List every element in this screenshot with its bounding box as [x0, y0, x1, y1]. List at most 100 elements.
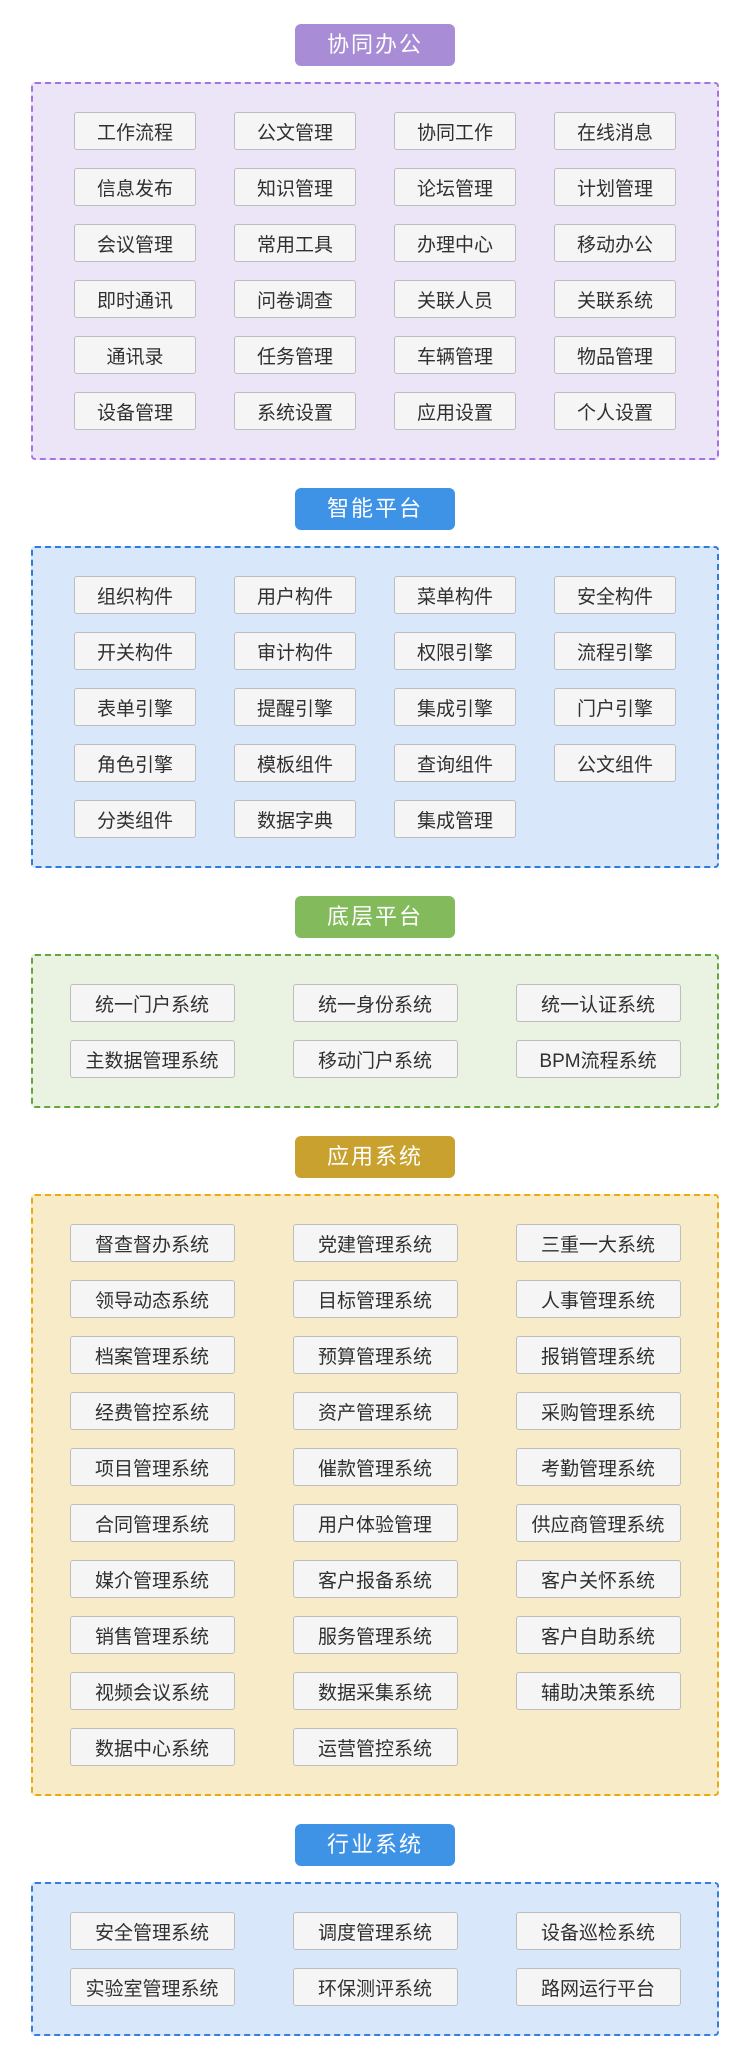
collaborative-office-item[interactable]: 公文管理 [234, 112, 356, 150]
section-title-collaborative-office: 协同办公 [295, 24, 455, 66]
section-title-base-platform: 底层平台 [295, 896, 455, 938]
application-systems-item[interactable]: 数据中心系统 [69, 1728, 235, 1766]
application-systems-item[interactable]: 档案管理系统 [69, 1336, 235, 1374]
base-platform-item[interactable]: 统一身份系统 [292, 984, 458, 1022]
collaborative-office-item[interactable]: 通讯录 [74, 336, 196, 374]
intelligent-platform-item[interactable]: 流程引擎 [554, 632, 676, 670]
application-systems-item[interactable]: 供应商管理系统 [515, 1504, 681, 1542]
application-systems-item[interactable]: 用户体验管理 [292, 1504, 458, 1542]
application-systems-item[interactable]: 客户自助系统 [515, 1616, 681, 1654]
application-systems-item[interactable]: 党建管理系统 [292, 1224, 458, 1262]
section-container-collaborative-office: 工作流程公文管理协同工作在线消息信息发布知识管理论坛管理计划管理会议管理常用工具… [31, 82, 719, 460]
intelligent-platform-item[interactable]: 集成管理 [394, 800, 516, 838]
intelligent-platform-item[interactable]: 提醒引擎 [234, 688, 356, 726]
application-systems-item[interactable]: 考勤管理系统 [515, 1448, 681, 1486]
platform-architecture-diagram: 协同办公工作流程公文管理协同工作在线消息信息发布知识管理论坛管理计划管理会议管理… [0, 24, 750, 2036]
section-base-platform: 底层平台统一门户系统 统一身份系统 统一认证系统主数据管理系统 移动门户系统 BPM流程… [0, 896, 750, 1108]
collaborative-office-item[interactable]: 信息发布 [74, 168, 196, 206]
collaborative-office-item[interactable]: 移动办公 [554, 224, 676, 262]
intelligent-platform-item[interactable]: 开关构件 [74, 632, 196, 670]
base-platform-item[interactable]: 统一门户系统 [69, 984, 235, 1022]
collaborative-office-item[interactable]: 常用工具 [234, 224, 356, 262]
industry-systems-item[interactable]: 环保测评系统 [292, 1968, 458, 2006]
collaborative-office-item[interactable]: 计划管理 [554, 168, 676, 206]
application-systems-item[interactable]: 三重一大系统 [515, 1224, 681, 1262]
intelligent-platform-item[interactable]: 公文组件 [554, 744, 676, 782]
application-systems-item[interactable]: 报销管理系统 [515, 1336, 681, 1374]
intelligent-platform-item[interactable]: 角色引擎 [74, 744, 196, 782]
application-systems-item[interactable]: 客户关怀系统 [515, 1560, 681, 1598]
section-intelligent-platform: 智能平台组织构件用户构件菜单构件安全构件开关构件审计构件权限引擎流程引擎表单引擎… [0, 488, 750, 868]
collaborative-office-item[interactable]: 系统设置 [234, 392, 356, 430]
industry-systems-item[interactable]: 路网运行平台 [515, 1968, 681, 2006]
collaborative-office-item[interactable]: 问卷调查 [234, 280, 356, 318]
application-systems-item[interactable]: 人事管理系统 [515, 1280, 681, 1318]
application-systems-item[interactable]: 数据采集系统 [292, 1672, 458, 1710]
application-systems-item[interactable]: 经费管控系统 [69, 1392, 235, 1430]
collaborative-office-item[interactable]: 论坛管理 [394, 168, 516, 206]
application-systems-item[interactable]: 辅助决策系统 [515, 1672, 681, 1710]
industry-systems-item[interactable]: 设备巡检系统 [515, 1912, 681, 1950]
application-systems-item[interactable]: 资产管理系统 [292, 1392, 458, 1430]
collaborative-office-item[interactable]: 在线消息 [554, 112, 676, 150]
section-title-application-systems: 应用系统 [295, 1136, 455, 1178]
base-platform-item[interactable]: 主数据管理系统 [69, 1040, 235, 1078]
application-systems-item[interactable]: 预算管理系统 [292, 1336, 458, 1374]
section-title-industry-systems: 行业系统 [295, 1824, 455, 1866]
collaborative-office-item[interactable]: 车辆管理 [394, 336, 516, 374]
intelligent-platform-item[interactable]: 用户构件 [234, 576, 356, 614]
application-systems-item[interactable]: 领导动态系统 [69, 1280, 235, 1318]
section-industry-systems: 行业系统安全管理系统 调度管理系统 设备巡检系统实验室管理系统 环保测评系统 路网运行平… [0, 1824, 750, 2036]
application-systems-item[interactable]: 运营管控系统 [292, 1728, 458, 1766]
intelligent-platform-item[interactable]: 表单引擎 [74, 688, 196, 726]
base-platform-item[interactable]: 统一认证系统 [515, 984, 681, 1022]
application-systems-item[interactable]: 销售管理系统 [69, 1616, 235, 1654]
base-platform-item[interactable]: 移动门户系统 [292, 1040, 458, 1078]
collaborative-office-item[interactable]: 设备管理 [74, 392, 196, 430]
collaborative-office-item[interactable]: 工作流程 [74, 112, 196, 150]
section-container-base-platform: 统一门户系统 统一身份系统 统一认证系统主数据管理系统 移动门户系统 BPM流程系统 [31, 954, 719, 1108]
collaborative-office-item[interactable]: 物品管理 [554, 336, 676, 374]
intelligent-platform-item[interactable]: 模板组件 [234, 744, 356, 782]
collaborative-office-item[interactable]: 会议管理 [74, 224, 196, 262]
section-container-application-systems: 督查督办系统 党建管理系统 三重一大系统领导动态系统 目标管理系统 人事管理系统档案管理… [31, 1194, 719, 1796]
intelligent-platform-item[interactable]: 集成引擎 [394, 688, 516, 726]
application-systems-item[interactable]: 媒介管理系统 [69, 1560, 235, 1598]
application-systems-item[interactable]: 目标管理系统 [292, 1280, 458, 1318]
collaborative-office-item[interactable]: 任务管理 [234, 336, 356, 374]
section-container-intelligent-platform: 组织构件用户构件菜单构件安全构件开关构件审计构件权限引擎流程引擎表单引擎提醒引擎… [31, 546, 719, 868]
intelligent-platform-item[interactable]: 组织构件 [74, 576, 196, 614]
collaborative-office-item[interactable]: 关联人员 [394, 280, 516, 318]
application-systems-item[interactable]: 视频会议系统 [69, 1672, 235, 1710]
collaborative-office-item[interactable]: 协同工作 [394, 112, 516, 150]
intelligent-platform-item[interactable]: 数据字典 [234, 800, 356, 838]
collaborative-office-item[interactable]: 即时通讯 [74, 280, 196, 318]
intelligent-platform-item[interactable]: 审计构件 [234, 632, 356, 670]
intelligent-platform-item[interactable]: 门户引擎 [554, 688, 676, 726]
intelligent-platform-item[interactable]: 分类组件 [74, 800, 196, 838]
application-systems-item[interactable]: 服务管理系统 [292, 1616, 458, 1654]
industry-systems-item[interactable]: 安全管理系统 [69, 1912, 235, 1950]
application-systems-item[interactable]: 督查督办系统 [69, 1224, 235, 1262]
industry-systems-item[interactable]: 调度管理系统 [292, 1912, 458, 1950]
industry-systems-item[interactable]: 实验室管理系统 [69, 1968, 235, 2006]
section-application-systems: 应用系统督查督办系统 党建管理系统 三重一大系统领导动态系统 目标管理系统 人事管理系统… [0, 1136, 750, 1796]
section-title-intelligent-platform: 智能平台 [295, 488, 455, 530]
application-systems-item[interactable]: 项目管理系统 [69, 1448, 235, 1486]
intelligent-platform-item[interactable]: 查询组件 [394, 744, 516, 782]
collaborative-office-item[interactable]: 关联系统 [554, 280, 676, 318]
section-container-industry-systems: 安全管理系统 调度管理系统 设备巡检系统实验室管理系统 环保测评系统 路网运行平台 [31, 1882, 719, 2036]
collaborative-office-item[interactable]: 办理中心 [394, 224, 516, 262]
application-systems-item[interactable]: 催款管理系统 [292, 1448, 458, 1486]
collaborative-office-item[interactable]: 知识管理 [234, 168, 356, 206]
application-systems-item[interactable]: 采购管理系统 [515, 1392, 681, 1430]
application-systems-item[interactable]: 合同管理系统 [69, 1504, 235, 1542]
collaborative-office-item[interactable]: 应用设置 [394, 392, 516, 430]
application-systems-item[interactable]: 客户报备系统 [292, 1560, 458, 1598]
intelligent-platform-item[interactable]: 权限引擎 [394, 632, 516, 670]
base-platform-item[interactable]: BPM流程系统 [515, 1040, 681, 1078]
collaborative-office-item[interactable]: 个人设置 [554, 392, 676, 430]
intelligent-platform-item[interactable]: 菜单构件 [394, 576, 516, 614]
intelligent-platform-item[interactable]: 安全构件 [554, 576, 676, 614]
section-collaborative-office: 协同办公工作流程公文管理协同工作在线消息信息发布知识管理论坛管理计划管理会议管理… [0, 24, 750, 460]
